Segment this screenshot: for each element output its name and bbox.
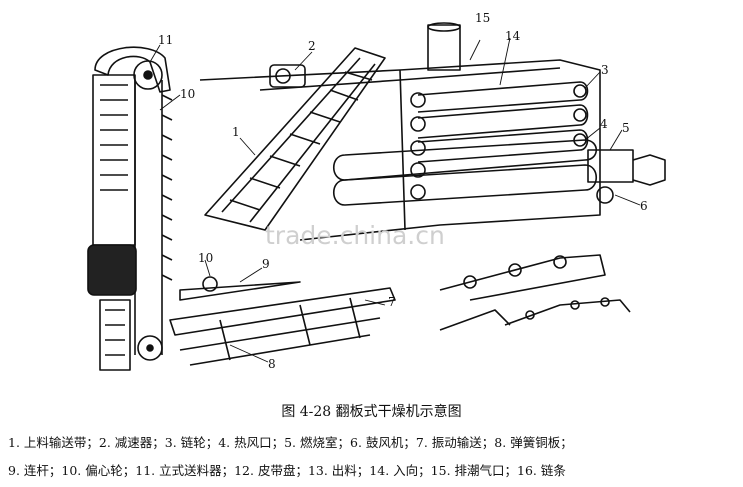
belt-pulley <box>133 60 163 90</box>
legend-line-2: 9. 连杆；10. 偏心轮；11. 立式送料器；12. 皮带盘；13. 出料；1… <box>8 463 566 478</box>
part-number-9: 9 <box>262 257 270 271</box>
part-number-11: 10 <box>180 87 195 101</box>
legend-line-1: 1. 上料输送带；2. 减速器；3. 链轮；4. 热风口；5. 燃烧室；6. 鼓… <box>8 435 573 450</box>
part-number-10: 10 <box>198 251 213 265</box>
part-number-1: 1 <box>232 125 240 139</box>
watermark-text: trade.china.cn <box>265 221 445 250</box>
part-number-6: 6 <box>640 199 648 213</box>
dryer-housing <box>199 22 601 241</box>
gear-reducer <box>269 64 306 88</box>
vertical-feeder <box>87 46 173 371</box>
figure-caption: 图 4-28 翻板式干燥机示意图 <box>281 404 462 420</box>
flip-board-detail <box>439 254 631 331</box>
part-number-5: 5 <box>622 121 630 135</box>
dryer-diagram: trade.china.cn 11 10 1 2 15 14 3 4 5 6 7… <box>87 11 666 371</box>
part-number-3: 3 <box>601 63 609 77</box>
dryer-drawing: trade.china.cn 11 10 1 2 15 14 3 4 5 6 7… <box>87 11 666 371</box>
part-number-2: 2 <box>308 39 316 53</box>
inclined-conveyor <box>204 47 386 231</box>
part-number-8: 8 <box>268 357 276 371</box>
drying-belts <box>332 81 598 206</box>
part-number-12: 11 <box>158 33 173 47</box>
part-number-7: 7 <box>388 295 396 309</box>
vibrating-conveyor <box>169 276 396 366</box>
part-number-14: 14 <box>505 29 521 43</box>
part-number-15: 15 <box>475 11 490 25</box>
bottom-pulley <box>137 335 163 361</box>
part-number-4: 4 <box>600 117 608 131</box>
leader-lines <box>149 37 641 363</box>
